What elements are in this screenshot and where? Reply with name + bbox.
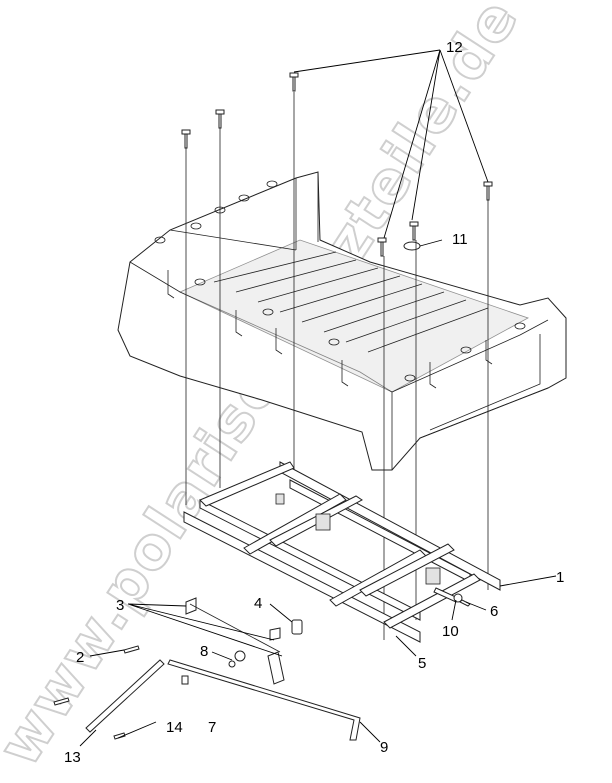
washer-11 <box>403 241 421 251</box>
alignment-lines <box>185 92 489 640</box>
callout-3: 3 <box>116 597 124 614</box>
callout-labels: 1 2 3 4 5 6 7 8 9 10 11 12 13 14 <box>64 39 564 766</box>
callout-10: 10 <box>442 623 459 640</box>
frame-assembly <box>183 461 501 643</box>
callout-11: 11 <box>452 231 468 248</box>
callout-4: 4 <box>254 595 262 612</box>
bolts-12 <box>181 72 493 257</box>
callout-2: 2 <box>76 649 84 666</box>
callout-8: 8 <box>200 643 208 660</box>
latch-parts <box>53 587 471 741</box>
callout-1: 1 <box>556 569 564 586</box>
callout-6: 6 <box>490 603 498 620</box>
leader-lines <box>79 49 557 747</box>
callout-5: 5 <box>418 655 426 672</box>
callout-14: 14 <box>166 719 183 736</box>
callout-13: 13 <box>64 749 81 766</box>
callout-7: 7 <box>208 719 216 736</box>
callout-12: 12 <box>446 39 463 56</box>
callout-9: 9 <box>380 739 388 756</box>
